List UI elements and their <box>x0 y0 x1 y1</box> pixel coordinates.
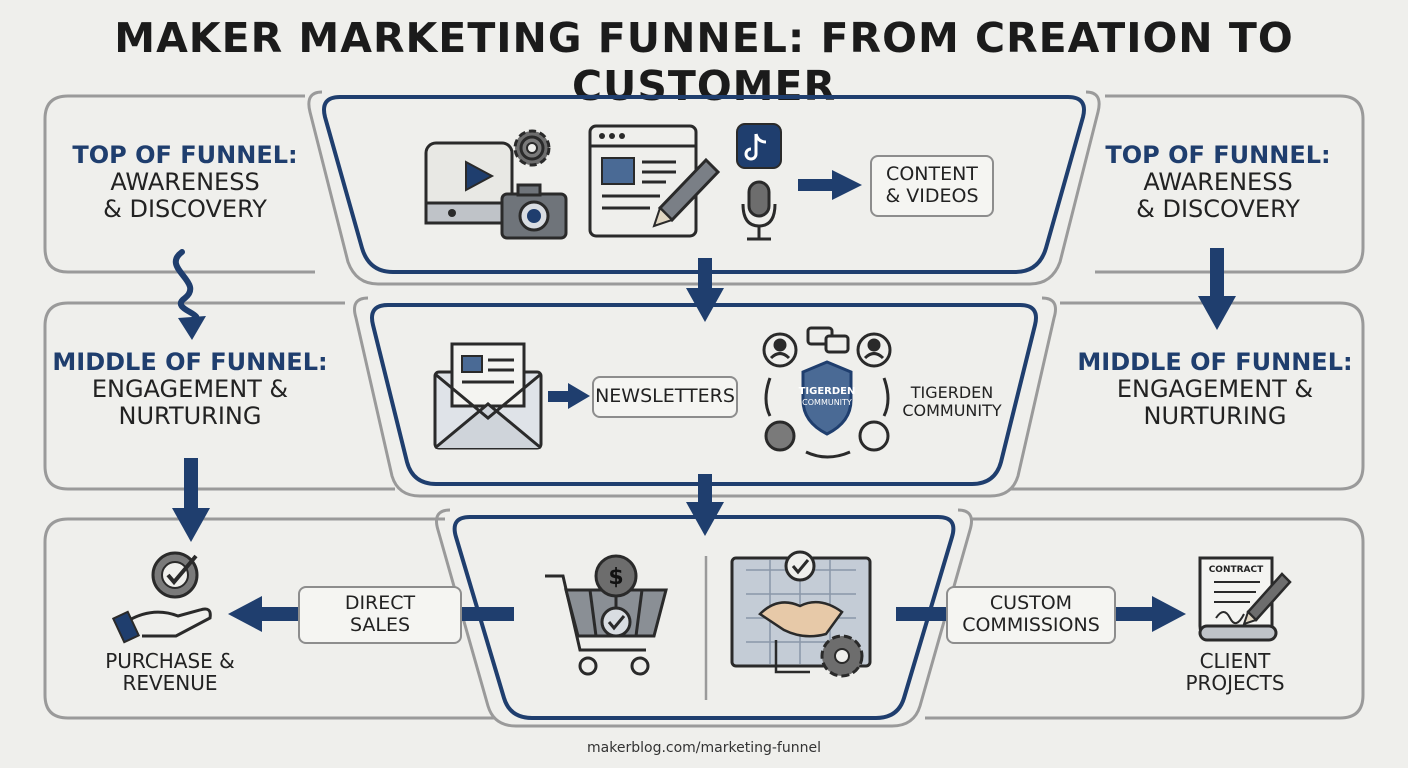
left-middle-sub1: ENGAGEMENT & <box>91 374 289 403</box>
right-middle-title: MIDDLE OF FUNNEL: <box>1077 348 1353 376</box>
arrow-newsletter-shaft <box>548 391 570 402</box>
contract-icon <box>1198 556 1292 642</box>
community-label: TIGERDEN COMMUNITY <box>896 384 1008 420</box>
right-top-sub2: & DISCOVERY <box>1136 194 1300 223</box>
custom-line2: COMMISSIONS <box>962 614 1100 636</box>
arrow-content-shaft <box>798 179 834 191</box>
badge-line1: TIGERDEN <box>799 386 856 397</box>
arrow-middle-to-bottom-head <box>686 502 724 536</box>
right-middle-label: MIDDLE OF FUNNEL: ENGAGEMENT & NURTURING <box>1070 349 1360 430</box>
right-middle-sub1: ENGAGEMENT & <box>1116 374 1314 403</box>
arrow-right-down-head <box>1198 296 1236 330</box>
right-bottom-label: CLIENT PROJECTS <box>1160 650 1310 695</box>
right-middle-panel <box>1010 301 1365 491</box>
svg-text:$: $ <box>608 565 623 590</box>
left-top-panel <box>43 94 315 274</box>
video-icon <box>424 141 514 225</box>
arrow-left-squiggle <box>172 249 200 325</box>
microphone-icon <box>741 180 777 241</box>
left-middle-title: MIDDLE OF FUNNEL: <box>52 348 328 376</box>
purchase-line2: REVENUE <box>122 671 218 696</box>
custom-commissions-pill: CUSTOM COMMISSIONS <box>946 586 1116 644</box>
newsletters-pill: NEWSLETTERS <box>592 376 738 418</box>
right-top-sub1: AWARENESS <box>1143 167 1293 196</box>
arrow-custom-head <box>1152 596 1186 632</box>
newsletters-label: NEWSLETTERS <box>595 385 735 408</box>
pencil-icon <box>652 157 721 228</box>
browser-icon <box>588 124 698 238</box>
page-title: MAKER MARKETING FUNNEL: FROM CREATION TO… <box>114 14 1294 110</box>
cart-icon <box>545 574 668 676</box>
left-bottom-label: PURCHASE & REVENUE <box>80 650 260 695</box>
arrow-left-squiggle-head <box>178 316 206 340</box>
content-pill-line2: & VIDEOS <box>885 185 979 207</box>
arrow-newsletter-head <box>568 383 590 409</box>
funnel-shell-bottom <box>435 508 973 728</box>
contract-label: CONTRACT <box>1209 565 1264 575</box>
arrow-right-down-shaft <box>1210 248 1224 298</box>
funnel-stage-top <box>322 95 1086 274</box>
client-line2: PROJECTS <box>1185 671 1285 696</box>
right-top-label: TOP OF FUNNEL: AWARENESS & DISCOVERY <box>1088 142 1348 223</box>
left-middle-panel <box>43 301 395 491</box>
dollar-icon: $ <box>594 554 638 638</box>
camera-icon <box>500 183 568 240</box>
community-icon <box>762 326 892 459</box>
right-top-title: TOP OF FUNNEL: <box>1105 141 1331 169</box>
direct-sales-pill: DIRECT SALES <box>298 586 462 644</box>
custom-line1: CUSTOM <box>989 592 1073 615</box>
right-top-panel <box>1095 94 1365 274</box>
arrow-top-to-middle-head <box>686 288 724 322</box>
check-hand-icon <box>111 551 212 644</box>
arrow-direct-left-shaft <box>258 607 298 621</box>
client-line1: CLIENT <box>1199 649 1271 673</box>
arrow-left-down-shaft <box>184 458 198 510</box>
arrow-top-to-middle-shaft <box>698 258 712 290</box>
arrow-content-head <box>832 170 862 200</box>
funnel-stage-bottom <box>452 515 956 720</box>
tiktok-icon <box>736 123 782 169</box>
envelope-icon <box>433 342 543 450</box>
content-pill-line1: CONTENT <box>886 163 978 186</box>
left-top-label: TOP OF FUNNEL: AWARENESS & DISCOVERY <box>55 142 315 223</box>
badge-line2: COMMUNITY <box>802 398 852 407</box>
direct-line1: DIRECT <box>344 592 416 615</box>
left-top-title: TOP OF FUNNEL: <box>72 141 298 169</box>
handshake-icon <box>730 550 872 678</box>
arrow-custom-right-shaft <box>1116 607 1154 621</box>
left-top-sub1: AWARENESS <box>110 167 260 196</box>
arrow-middle-to-bottom-shaft <box>698 474 712 504</box>
content-videos-pill: CONTENT & VIDEOS <box>870 155 994 217</box>
right-bottom-panel <box>925 517 1365 720</box>
arrow-direct-head <box>228 596 262 632</box>
funnel-stage-middle <box>370 303 1038 486</box>
gear-icon <box>513 129 551 167</box>
community-line2: COMMUNITY <box>902 400 1002 420</box>
right-middle-sub2: NURTURING <box>1143 401 1287 430</box>
direct-line2: SALES <box>349 614 411 636</box>
left-middle-label: MIDDLE OF FUNNEL: ENGAGEMENT & NURTURING <box>45 349 335 430</box>
arrow-custom-left-segment <box>896 607 946 621</box>
arrow-direct-right-segment <box>462 607 514 621</box>
purchase-line1: PURCHASE & <box>105 649 235 673</box>
footer-url[interactable]: makerblog.com/marketing-funnel <box>587 740 821 756</box>
community-line1: TIGERDEN <box>910 383 994 402</box>
left-top-sub2: & DISCOVERY <box>103 194 267 223</box>
left-bottom-panel <box>43 517 495 720</box>
left-middle-sub2: NURTURING <box>118 401 262 430</box>
arrow-left-down-head <box>172 508 210 542</box>
